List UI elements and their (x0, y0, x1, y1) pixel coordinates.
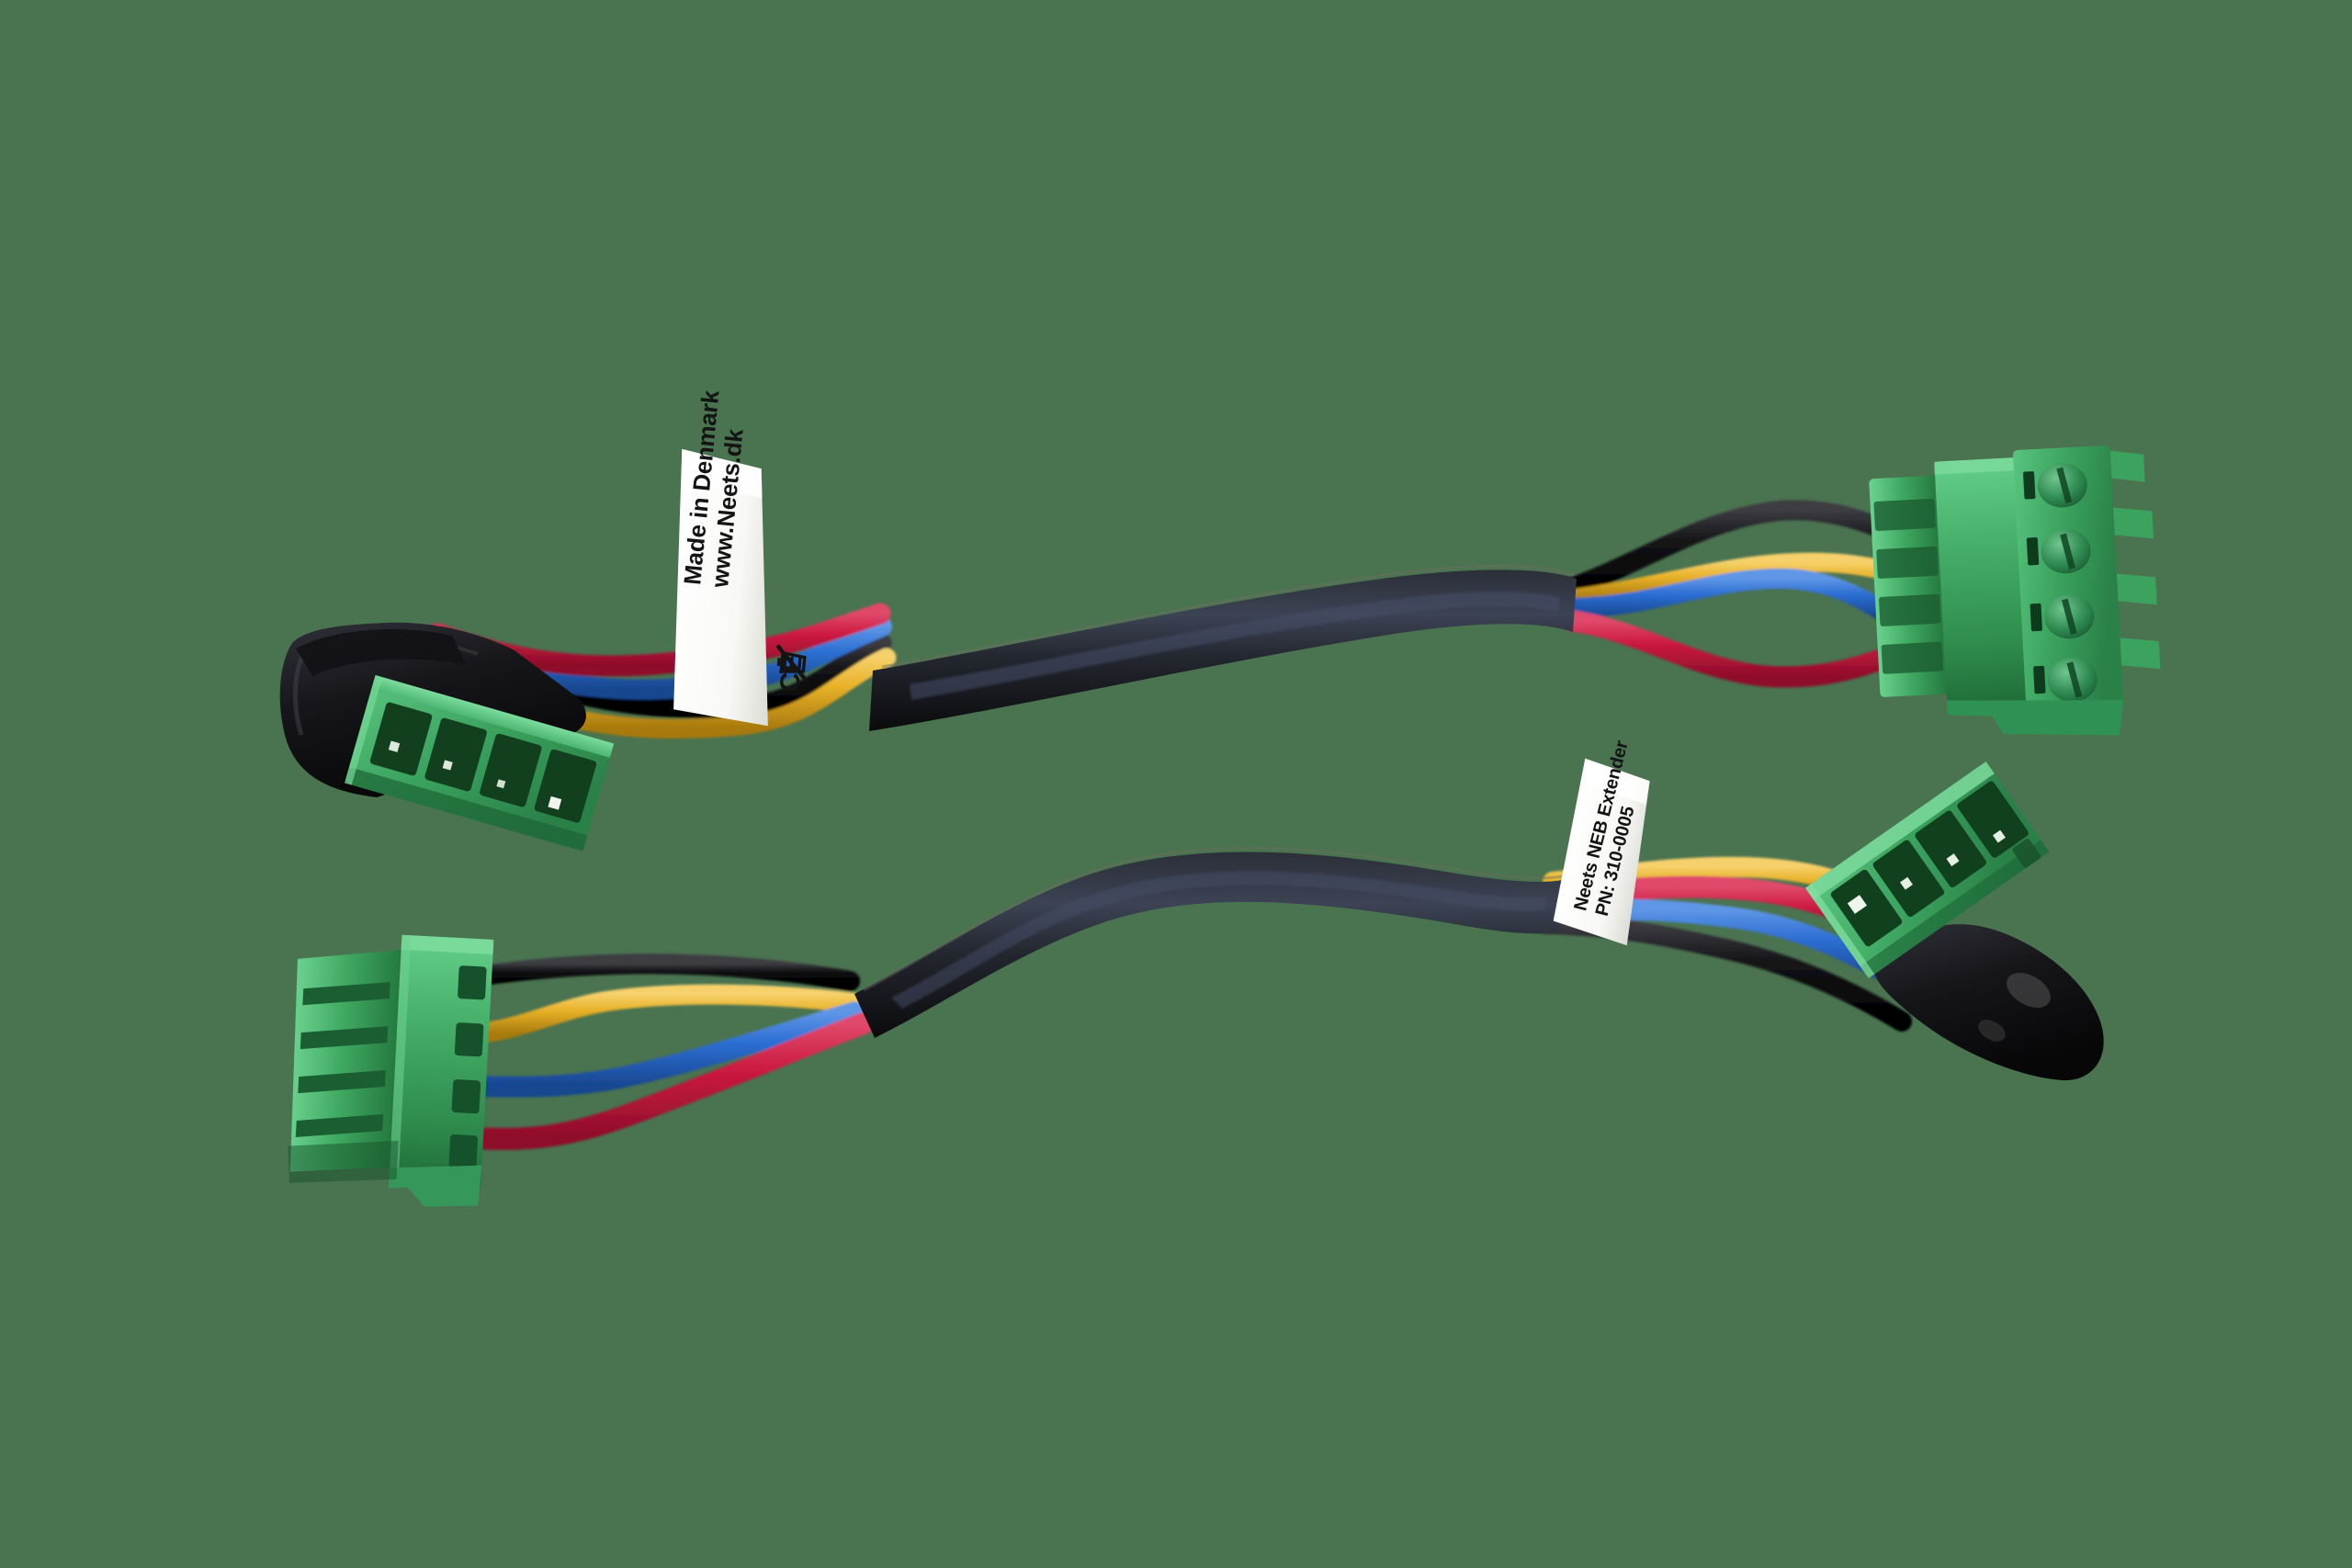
terminal-flanges (2109, 450, 2161, 670)
header-pin-cavities (1830, 781, 2029, 947)
wire-entry-4 (448, 1134, 478, 1169)
weee-icon (775, 644, 808, 682)
ce-mark: CE (775, 652, 808, 694)
cable-top-heat-shrink-sleeve (869, 564, 1577, 731)
terminal-foot (1946, 700, 2124, 736)
wire-black (447, 953, 860, 991)
pin-cavity-2 (424, 717, 487, 792)
wire-red (448, 1012, 875, 1150)
wire-entry-3 (451, 1079, 481, 1114)
terminal-keying-slots (2023, 471, 2046, 694)
cable-top-left-connector (279, 622, 615, 852)
terminal-foot (389, 1165, 482, 1207)
terminal-wire-entries (448, 965, 487, 1169)
weee-crossed-bin-symbol (770, 641, 814, 685)
pin-cavity-4 (1957, 781, 2029, 858)
terminal-rear-body (1869, 475, 1952, 697)
cable-top-right-connector (1869, 445, 2161, 736)
made-in-denmark-label (673, 448, 768, 727)
cable-bottom-heat-shrink-sleeve (854, 846, 1563, 1038)
terminal-rear-ribs (295, 982, 390, 1138)
wire-yellow (1561, 552, 1905, 609)
strain-relief-boot (1873, 924, 2104, 1081)
wire-red (1562, 610, 1907, 688)
cable-top (279, 445, 2161, 852)
wire-black (1557, 500, 1903, 600)
terminal-screw-face (2012, 445, 2124, 715)
cable-bottom (288, 758, 2104, 1207)
wire-blue (1563, 568, 1905, 627)
cable-top-right-wire-bundle (1557, 500, 1907, 688)
cable-bottom-left-connector (288, 934, 494, 1207)
wire-blue (448, 1001, 865, 1098)
terminal-screws (2037, 463, 2098, 703)
wire-entry-2 (454, 1022, 484, 1057)
terminal-block-body (1934, 457, 2032, 712)
terminal-wire-entries (1873, 498, 1944, 674)
cable-bottom-right-connector (1804, 761, 2104, 1081)
cable-bottom-left-wire-bundle (447, 953, 875, 1150)
pin-cavity-1 (1830, 869, 1903, 947)
wire-yellow (449, 984, 865, 1044)
pin-cavity-3 (480, 733, 542, 807)
product-id-label (1553, 758, 1650, 946)
wire-entry-1 (458, 965, 487, 1000)
pin-cavity-3 (1915, 810, 1986, 887)
pin-cavity-1 (369, 702, 433, 776)
header-pin-cavities (369, 702, 597, 823)
